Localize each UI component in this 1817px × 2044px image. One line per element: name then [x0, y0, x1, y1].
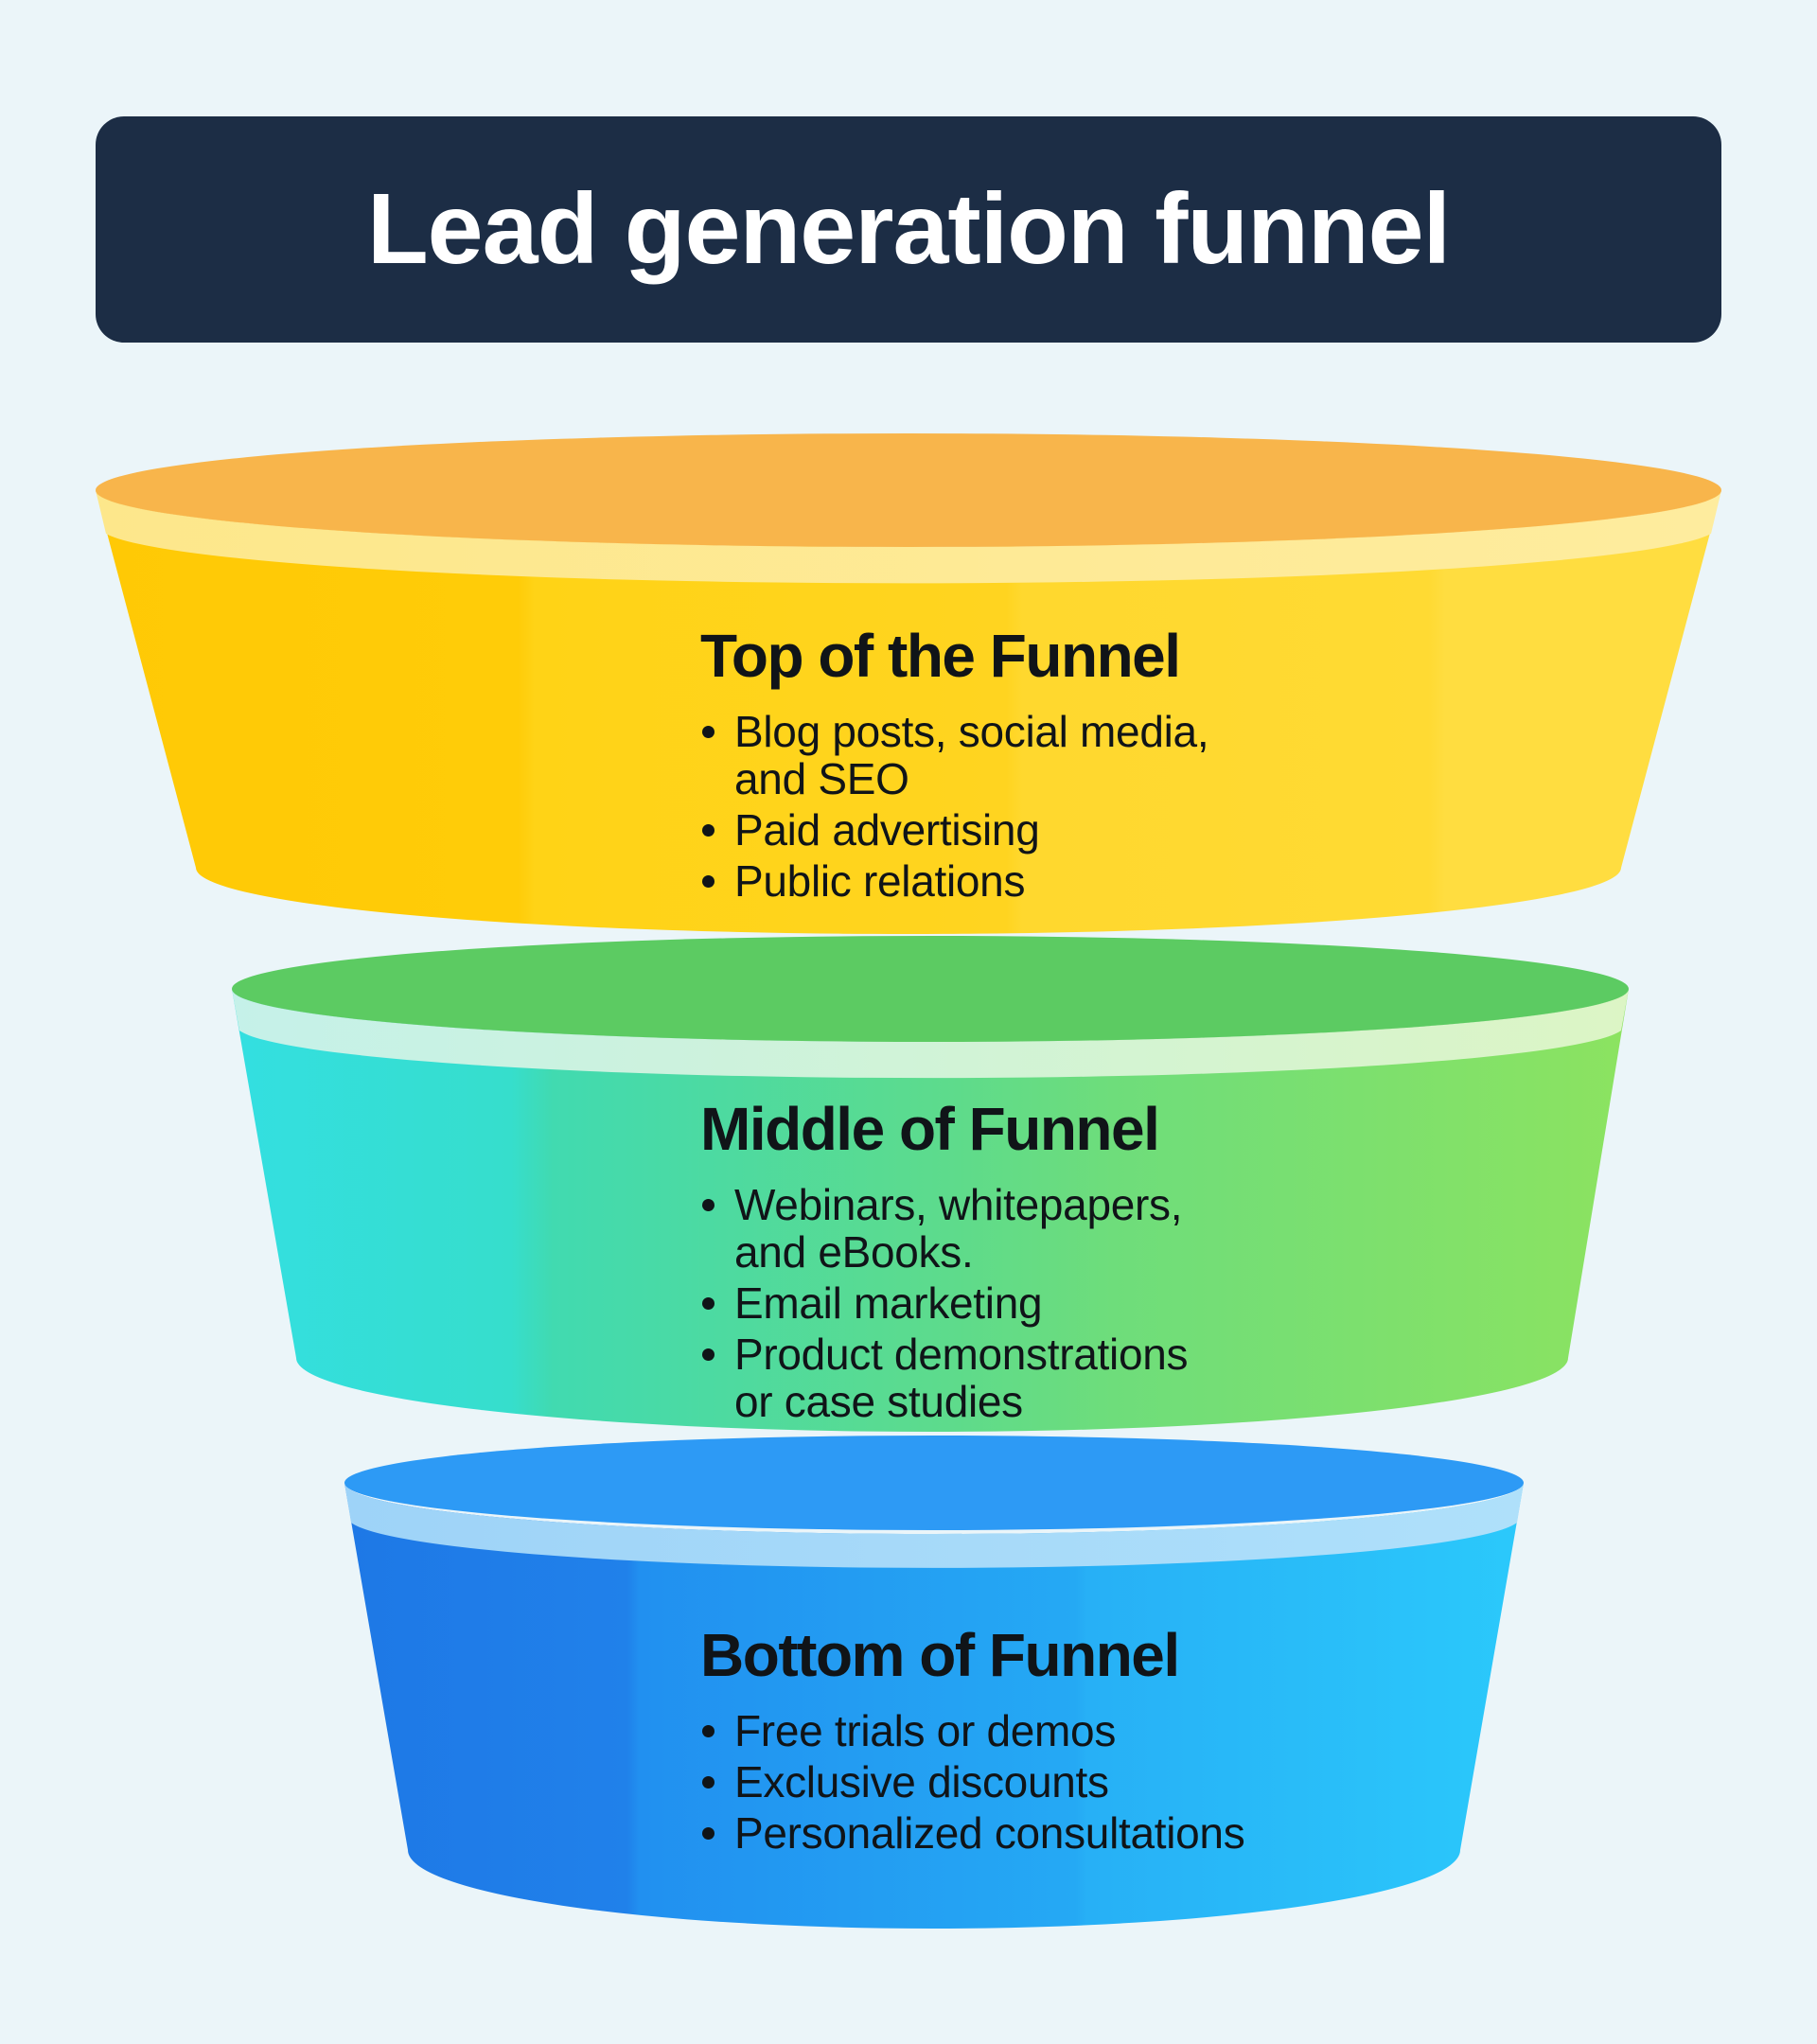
- funnel-tier-middle-topface: [232, 936, 1629, 1042]
- funnel-tier-top-rim: [96, 490, 1721, 584]
- page-title: Lead generation funnel: [366, 173, 1451, 285]
- bullet-item: Paid advertising: [700, 806, 1240, 854]
- bullet-item: Personalized consultations: [700, 1809, 1245, 1857]
- funnel-tier-middle: [232, 936, 1629, 1432]
- funnel-tier-bottom: [344, 1436, 1524, 1929]
- bullet-item: Product demonstrations or case studies: [700, 1330, 1192, 1425]
- funnel-tier-middle-rim: [232, 989, 1629, 1079]
- bullet-item: Webinars, whitepapers, and eBooks.: [700, 1181, 1192, 1276]
- bullet-item: Email marketing: [700, 1279, 1192, 1327]
- tier-heading-middle: Middle of Funnel: [700, 1095, 1160, 1163]
- funnel-tier-bottom-body: [344, 1483, 1524, 1929]
- funnel-tier-top-body: [96, 490, 1721, 934]
- bullet-item: Free trials or demos: [700, 1707, 1244, 1754]
- funnel-tier-top-topface: [96, 433, 1721, 547]
- title-banner: Lead generation funnel: [96, 116, 1721, 343]
- bullet-item: Blog posts, social media, and SEO: [700, 708, 1240, 802]
- tier-heading-top: Top of the Funnel: [700, 622, 1181, 690]
- tier-heading-bottom: Bottom of Funnel: [700, 1621, 1180, 1689]
- funnel-tier-bottom-rim: [344, 1483, 1524, 1568]
- bullet-item: Public relations: [700, 857, 1240, 905]
- funnel-tier-bottom-topface: [344, 1436, 1524, 1530]
- tier-bullets-middle: Webinars, whitepapers, and eBooks.Email …: [700, 1181, 1192, 1425]
- funnel-tier-top: [96, 433, 1721, 934]
- tier-text-top: Top of the Funnel Blog posts, social med…: [700, 622, 1240, 908]
- bullet-item: Exclusive discounts: [700, 1758, 1244, 1806]
- tier-text-middle: Middle of Funnel Webinars, whitepapers, …: [700, 1095, 1192, 1429]
- funnel-tier-middle-body: [232, 989, 1629, 1432]
